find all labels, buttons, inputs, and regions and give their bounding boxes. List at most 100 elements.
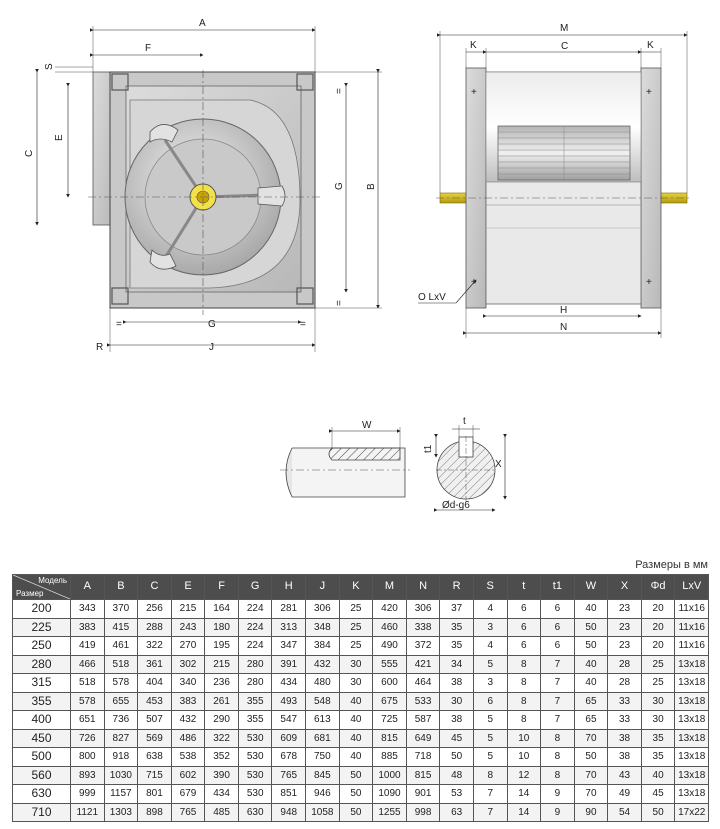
table-cell: 63: [439, 802, 474, 822]
table-cell: 4: [472, 636, 508, 656]
table-cell: 507: [137, 710, 172, 730]
row-size-cell: 500: [12, 747, 71, 767]
table-cell: 530: [237, 728, 273, 748]
table-cell: 9: [540, 784, 575, 804]
table-cell: 348: [305, 617, 340, 637]
dim-J: J: [209, 342, 214, 353]
table-cell: 23: [607, 636, 642, 656]
table-cell: 801: [137, 784, 172, 804]
table-cell: 313: [271, 617, 307, 637]
table-cell: 270: [170, 636, 206, 656]
table-cell: 1121: [70, 802, 105, 822]
column-header: F: [204, 574, 239, 600]
table-cell: 6: [540, 636, 575, 656]
table-cell: 352: [204, 747, 239, 767]
table-cell: 355: [237, 691, 273, 711]
table-cell: 261: [204, 691, 239, 711]
technical-drawing: A F S C E G = = B G = = J R: [24, 18, 692, 512]
table-cell: 361: [137, 654, 172, 674]
dim-G-vertical: G: [334, 182, 345, 190]
column-header: K: [338, 574, 374, 600]
table-cell: 70: [573, 765, 609, 785]
table-cell: 25: [640, 654, 676, 674]
table-cell: 40: [338, 710, 374, 730]
table-cell: 180: [204, 617, 239, 637]
table-cell: 355: [237, 710, 273, 730]
table-cell: 224: [237, 599, 273, 619]
dim-t1: t1: [423, 444, 434, 453]
table-cell: 40: [640, 765, 676, 785]
table-cell: 7: [540, 673, 575, 693]
table-cell: 530: [237, 784, 273, 804]
table-cell: 718: [405, 747, 441, 767]
table-cell: 343: [70, 599, 105, 619]
table-cell: 50: [439, 747, 474, 767]
table-cell: 224: [237, 636, 273, 656]
table-cell: 765: [170, 802, 206, 822]
dim-eq-top: =: [334, 88, 345, 94]
table-cell: 453: [137, 691, 172, 711]
table-cell: 1000: [372, 765, 407, 785]
table-cell: 602: [170, 765, 206, 785]
table-cell: 533: [405, 691, 441, 711]
table-cell: 48: [439, 765, 474, 785]
table-cell: 6: [472, 691, 508, 711]
table-cell: 12: [506, 765, 542, 785]
table-cell: 434: [271, 673, 307, 693]
table-cell: 8: [540, 765, 575, 785]
table-cell: 8: [540, 728, 575, 748]
column-header: M: [372, 574, 407, 600]
table-cell: 948: [271, 802, 307, 822]
dim-eq-left: =: [116, 319, 122, 330]
table-cell: 480: [305, 673, 340, 693]
table-cell: 547: [271, 710, 307, 730]
table-cell: 280: [237, 654, 273, 674]
table-cell: 40: [573, 654, 609, 674]
table-cell: 548: [305, 691, 340, 711]
dim-R: R: [96, 342, 103, 353]
table-cell: 651: [70, 710, 105, 730]
table-cell: 30: [640, 691, 676, 711]
table-cell: 195: [204, 636, 239, 656]
table-cell: 17x22: [674, 802, 709, 822]
table-cell: 30: [439, 691, 474, 711]
table-cell: 998: [405, 802, 441, 822]
table-cell: 14: [506, 784, 542, 804]
row-size-cell: 710: [12, 802, 71, 822]
table-cell: 678: [271, 747, 307, 767]
table-cell: 486: [170, 728, 206, 748]
table-cell: 45: [640, 784, 676, 804]
dim-A: A: [199, 18, 206, 29]
table-cell: 7: [540, 654, 575, 674]
table-cell: 13x18: [674, 710, 709, 730]
table-cell: 288: [137, 617, 172, 637]
dim-N: N: [560, 322, 567, 333]
table-cell: 40: [338, 691, 374, 711]
table-cell: 50: [640, 802, 676, 822]
dim-Od: Ød-g6: [442, 500, 470, 511]
table-cell: 40: [573, 673, 609, 693]
table-cell: 20: [640, 599, 676, 619]
table-cell: 6: [506, 599, 542, 619]
table-cell: 460: [372, 617, 407, 637]
row-size-cell: 200: [12, 599, 71, 619]
table-cell: 13x18: [674, 747, 709, 767]
row-size-cell: 225: [12, 617, 71, 637]
table-cell: 415: [103, 617, 139, 637]
table-cell: 681: [305, 728, 340, 748]
table-cell: 23: [607, 599, 642, 619]
table-cell: 38: [607, 747, 642, 767]
table-cell: 35: [439, 617, 474, 637]
table-cell: 53: [439, 784, 474, 804]
table-cell: 8: [506, 691, 542, 711]
table-cell: 290: [204, 710, 239, 730]
table-cell: 419: [70, 636, 105, 656]
table-cell: 50: [338, 802, 374, 822]
table-cell: 20: [640, 617, 676, 637]
table-cell: 49: [607, 784, 642, 804]
table-cell: 38: [439, 673, 474, 693]
corner-diagonal: [13, 575, 70, 599]
